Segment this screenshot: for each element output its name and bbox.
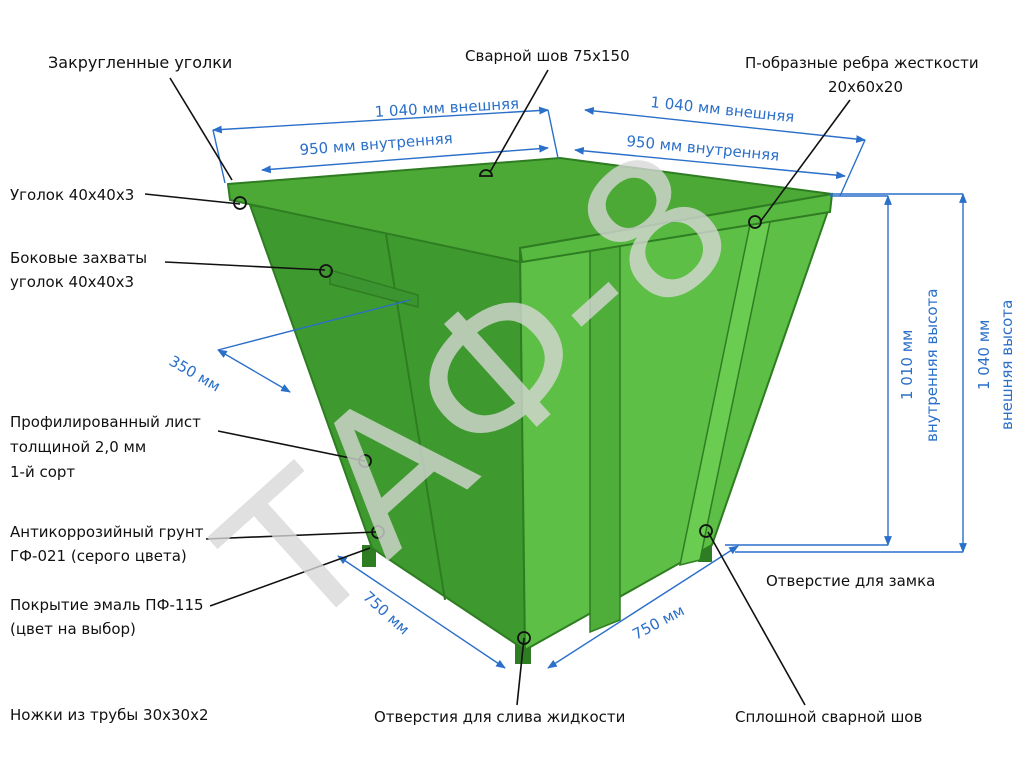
dimension-lines: [212, 106, 967, 669]
dim-outer-height-word: внешняя высота: [998, 300, 1016, 430]
label-primer-2: ГФ-021 (серого цвета): [10, 547, 187, 565]
label-side-grips-2: уголок 40х40х3: [10, 273, 134, 291]
label-rounded-corners: Закругленные уголки: [48, 53, 233, 72]
dim-outer-height: 1 040 мм: [975, 320, 993, 390]
dim-outer-left: 1 040 мм внешняя: [374, 94, 519, 121]
label-angle: Уголок 40х40х3: [10, 186, 135, 204]
dim-outer-right: 1 040 мм внешняя: [650, 93, 796, 126]
label-enamel-2: (цвет на выбор): [10, 620, 136, 638]
dim-inner-height-word: внутренняя высота: [923, 289, 941, 442]
side-grip: [329, 269, 419, 308]
dim-inner-height: 1 010 мм: [898, 330, 916, 400]
label-sheet-2: толщиной 2,0 мм: [10, 438, 147, 456]
top-rim-right: [518, 192, 834, 264]
container-body: [226, 156, 834, 664]
label-ribs-line1: П-образные ребра жесткости: [745, 54, 979, 72]
label-side-grips-1: Боковые захваты: [10, 249, 148, 267]
label-drain-holes: Отверстия для слива жидкости: [374, 708, 626, 726]
label-lock-hole: Отверстие для замка: [766, 572, 936, 590]
label-primer-1: Антикоррозийный грунт: [10, 523, 204, 541]
label-ribs-line2: 20х60х20: [828, 78, 904, 96]
callout-markers: [233, 169, 762, 645]
dim-grip-length: 350 мм: [166, 352, 224, 396]
dim-inner-left: 950 мм внутренняя: [299, 129, 453, 159]
label-sheet-3: 1-й сорт: [10, 463, 76, 481]
label-legs: Ножки из трубы 30х30х2: [10, 706, 209, 724]
label-weld-seam: Сварной шов 75х150: [465, 47, 630, 65]
dim-bottom-right: 750 мм: [629, 601, 687, 643]
label-solid-weld: Сплошной сварной шов: [735, 708, 923, 726]
label-sheet-1: Профилированный лист: [10, 413, 201, 431]
leader-lines: [144, 69, 851, 706]
label-enamel-1: Покрытие эмаль ПФ-115: [10, 596, 204, 614]
